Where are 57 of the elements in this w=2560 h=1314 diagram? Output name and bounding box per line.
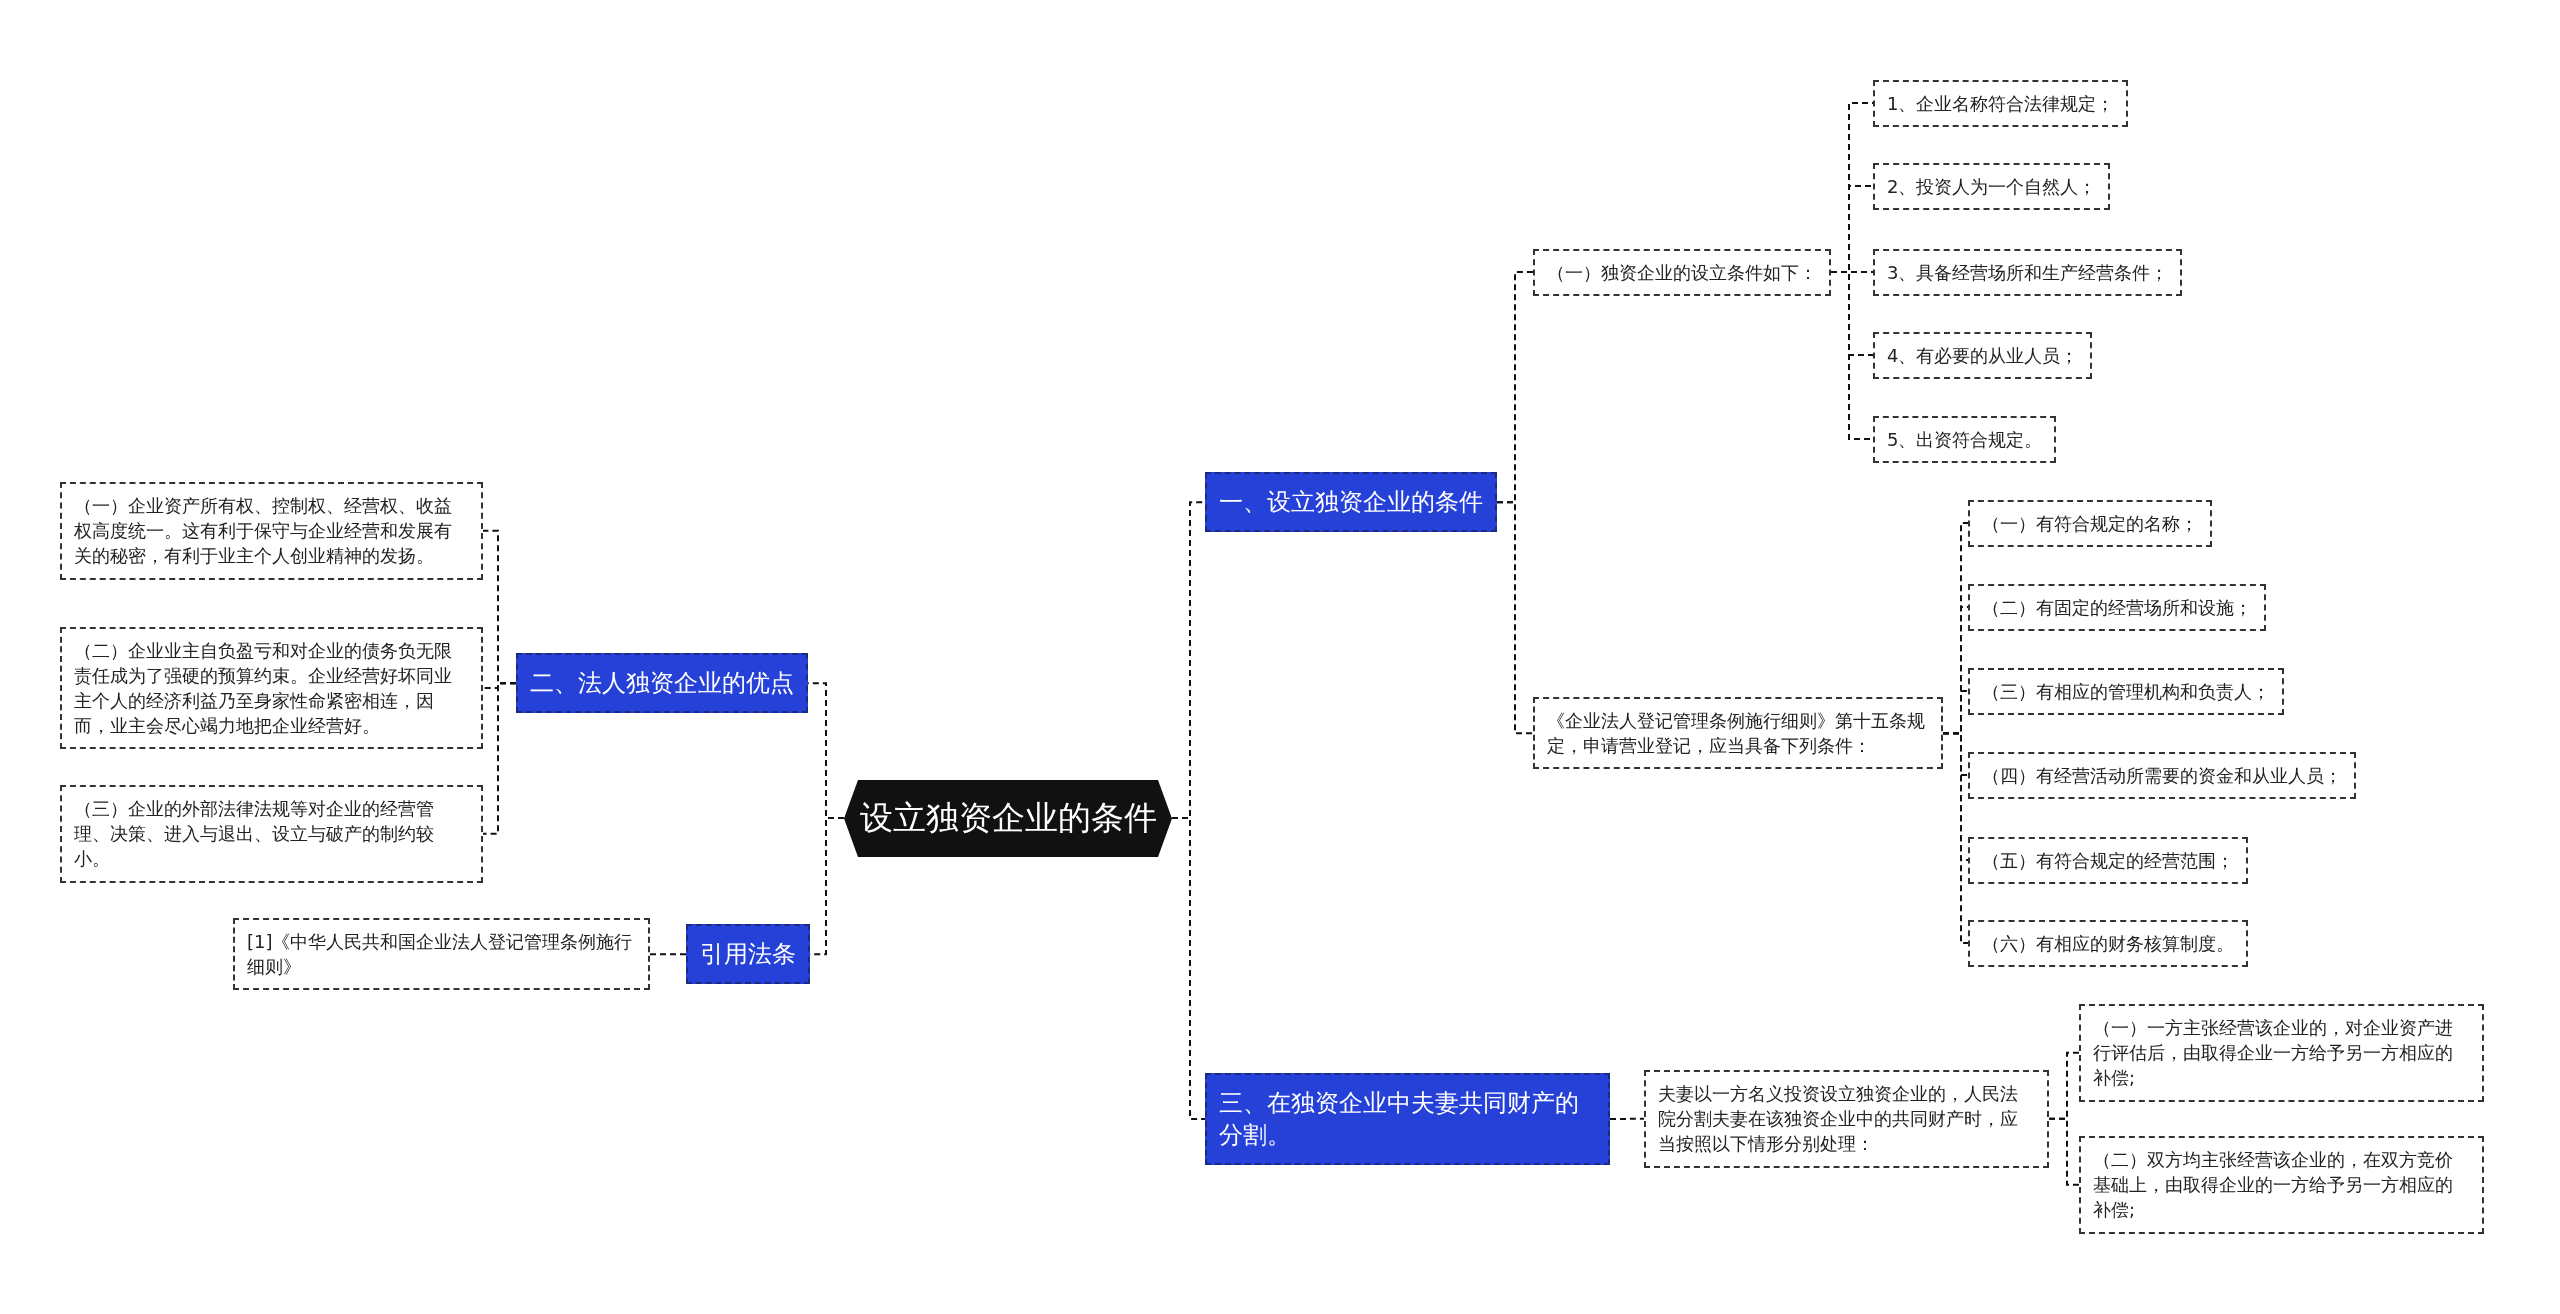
detail-box <box>1968 751 2356 799</box>
detail-box <box>2079 1136 2484 1234</box>
branch-topic-box <box>686 924 810 985</box>
detail-text: 2、投资人为一个自然人； <box>1887 175 2097 197</box>
detail-text: （一）一方主张经营该企业的，对企业资产进行评估后，由取得企业一方给予另一方相应的补偿; <box>2093 1017 2453 1089</box>
detail-box <box>1873 415 2057 463</box>
central-topic <box>844 779 1172 857</box>
branch-topic-label: 二、法人独资企业的优点 <box>530 669 794 697</box>
detail-box <box>1968 919 2248 967</box>
detail-box <box>60 785 483 883</box>
detail-box <box>1968 836 2248 884</box>
detail-text: （二）企业业主自负盈亏和对企业的债务负无限责任成为了强硬的预算约束。企业经营好坏同业主个人的经济利益乃至身家性命紧密相连，因而，业主会尽心竭力地把企业经营好。 <box>74 639 452 737</box>
detail-box <box>1533 248 1831 296</box>
branch-topic-label: 一、设立独资企业的条件 <box>1219 488 1483 516</box>
detail-text: 《企业法人登记管理条例施行细则》第十五条规定，申请营业登记，应当具备下列条件： <box>1547 710 1925 757</box>
connector-line <box>1171 817 1206 1120</box>
connector-line <box>1609 1117 1645 1120</box>
central-topic-title: 设立独资企业的条件 <box>859 796 1157 839</box>
detail-text: （六）有相应的财务核算制度。 <box>1982 932 2234 954</box>
detail-text: （五）有符合规定的经营范围； <box>1982 849 2234 871</box>
detail-box <box>1873 79 2129 127</box>
connector-line <box>2048 1117 2080 1186</box>
detail-box <box>2079 1004 2484 1102</box>
detail-text: （一）企业资产所有权、控制权、经营权、收益权高度统一。这有利于保守与企业经营和发展有关的秘密，有利于业主个人创业精神的发扬。 <box>74 495 452 567</box>
detail-text: 4、有必要的从业人员； <box>1887 344 2079 366</box>
detail-text: （一）独资企业的设立条件如下： <box>1547 261 1817 283</box>
detail-box <box>233 918 650 991</box>
detail-box <box>1968 583 2266 631</box>
detail-box <box>1873 162 2111 210</box>
detail-box <box>1644 1070 2049 1168</box>
detail-box <box>1873 331 2093 379</box>
detail-box <box>60 626 483 750</box>
detail-text: （四）有经营活动所需要的资金和从业人员； <box>1982 764 2342 786</box>
detail-text: 3、具备经营场所和生产经营条件； <box>1887 261 2169 283</box>
branch-topic-box <box>1205 1072 1610 1166</box>
connector-line <box>1942 732 1969 945</box>
detail-text: （二）双方均主张经营该企业的，在双方竞价基础上，由取得企业的一方给予另一方相应的补偿; <box>2093 1149 2453 1221</box>
detail-box <box>1968 667 2284 715</box>
detail-box <box>60 482 483 580</box>
detail-text: （三）企业的外部法律法规等对企业的经营管理、决策、进入与退出、设立与破产的制约较小。 <box>74 798 434 870</box>
connector-line <box>482 682 517 835</box>
branch-topic-label: 引用法条 <box>700 940 796 968</box>
branch-topic-label: 三、在独资企业中夫妻共同财产的分割。 <box>1219 1088 1579 1149</box>
detail-box <box>1968 499 2212 547</box>
branch-topic-box <box>1205 472 1497 533</box>
detail-text: （一）有符合规定的名称； <box>1982 512 2198 534</box>
connector-line <box>1496 501 1534 735</box>
detail-text: （二）有固定的经营场所和设施； <box>1982 596 2252 618</box>
detail-text: 夫妻以一方名义投资设立独资企业的，人民法院分割夫妻在该独资企业中的共同财产时，应当按照以下情形分别处理： <box>1658 1083 2018 1155</box>
detail-text: [1]《中华人民共和国企业法人登记管理条例施行细则》 <box>247 931 633 978</box>
detail-text: 5、出资符合规定。 <box>1887 428 2043 450</box>
detail-box <box>1533 697 1943 770</box>
connector-line <box>649 953 687 956</box>
detail-text: （三）有相应的管理机构和负责人； <box>1982 680 2270 702</box>
branch-topic-box <box>516 653 808 714</box>
detail-text: 1、企业名称符合法律规定； <box>1887 92 2115 114</box>
detail-box <box>1873 248 2183 296</box>
